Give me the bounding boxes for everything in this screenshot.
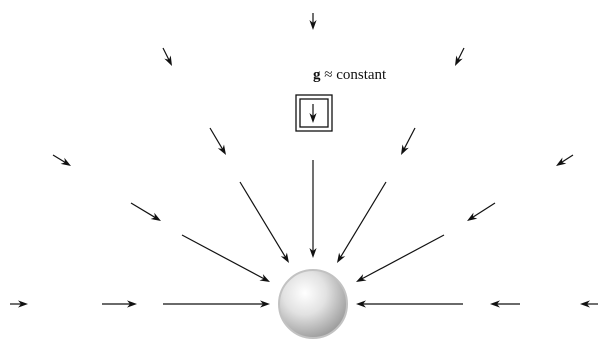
field-arrow: [467, 203, 495, 221]
field-arrow: [356, 235, 444, 282]
field-arrow: [337, 182, 386, 263]
field-arrows: [10, 13, 598, 308]
field-arrow: [490, 300, 520, 307]
field-arrow: [163, 300, 270, 307]
inset-downward-arrow: [309, 104, 316, 123]
field-relation: ≈ constant: [321, 67, 388, 83]
field-arrow: [556, 155, 573, 166]
field-arrow: [309, 13, 316, 30]
field-arrow: [356, 300, 463, 307]
field-arrow: [240, 182, 289, 263]
field-arrow: [131, 203, 161, 221]
field-arrow: [580, 300, 598, 307]
inset-outer-box: [296, 95, 332, 131]
field-arrow: [182, 235, 270, 282]
field-arrow: [53, 155, 71, 166]
field-arrow: [455, 48, 464, 66]
field-arrow: [102, 300, 137, 307]
constant-field-label: g ≈ constant: [313, 67, 387, 83]
inset-inner-box: [300, 99, 328, 127]
local-field-inset: [296, 95, 332, 131]
central-mass-sphere: [279, 270, 347, 338]
field-arrow: [401, 128, 415, 155]
field-arrow: [163, 48, 172, 66]
field-arrow: [210, 128, 226, 155]
field-arrow: [10, 300, 28, 307]
field-arrow: [309, 160, 316, 258]
